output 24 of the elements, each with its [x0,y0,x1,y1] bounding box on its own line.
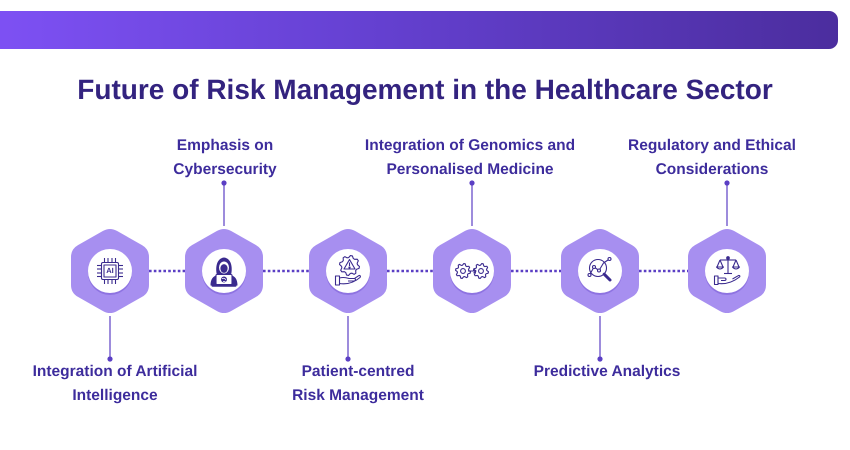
dotted-connector [149,270,185,272]
dotted-connector [387,270,433,272]
step-label: Patient-centred Risk Management [292,360,424,408]
leader-line [597,316,603,362]
step-label: Integration of Artificial Intelligence [32,360,198,408]
step-label: Predictive Analytics [533,360,681,384]
dotted-connector [263,270,309,272]
leader-line [345,316,351,362]
hexagon [309,227,387,315]
dotted-connector [511,270,561,272]
hexagon [433,227,511,315]
hexagon [688,227,766,315]
step-label: Emphasis on Cybersecurity [172,134,278,182]
step-label: Integration of Genomics and Personalised Medicine [364,134,576,182]
dotted-connector [639,270,688,272]
hexagon [71,227,149,315]
hexagon [561,227,639,315]
leader-line [221,180,227,226]
hexagon [185,227,263,315]
step-label: Regulatory and Ethical Considerations [628,134,796,182]
leader-line [724,180,730,226]
leader-line [107,316,113,362]
title: Future of Risk Management in the Healthcare Sector [77,74,773,106]
leader-line [469,180,475,226]
